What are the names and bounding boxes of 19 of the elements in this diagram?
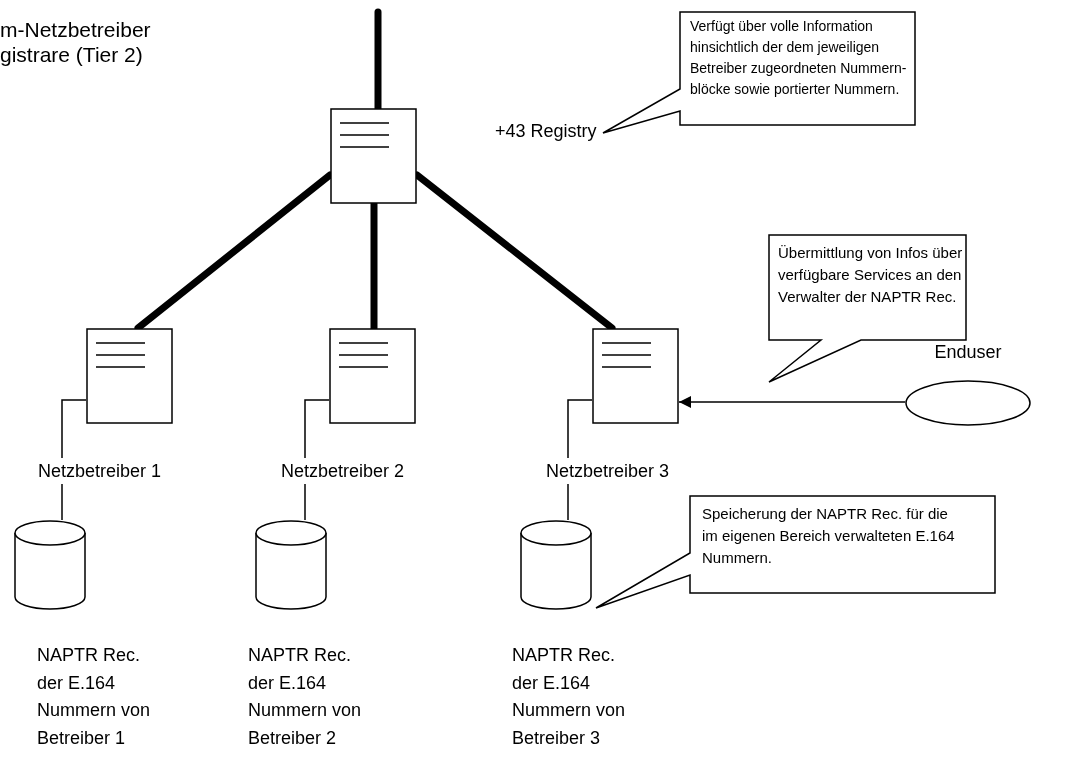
node-label: Netzbetreiber 1 bbox=[38, 458, 203, 484]
caption-text: NAPTR Rec. der E.164 Nummern von Betreiber 3 bbox=[512, 644, 627, 750]
connector-line bbox=[304, 483, 306, 521]
heading-text: m-Netzbetreiber gistrare (Tier 2) bbox=[0, 17, 152, 67]
connector-line bbox=[567, 399, 593, 459]
connector-line bbox=[678, 396, 906, 408]
node-label: Enduser bbox=[933, 342, 1003, 363]
node-label: Netzbetreiber 2 bbox=[281, 458, 446, 484]
connector-line bbox=[304, 399, 330, 459]
node-label: Netzbetreiber 3 bbox=[546, 458, 711, 484]
callout-text: Verfügt über volle Information hinsichtlich der dem jeweiligen Betreiber zugeordneten Nummern-blöcke sowie portierter Nummern. bbox=[690, 17, 908, 99]
caption-text: NAPTR Rec. der E.164 Nummern von Betreiber 1 bbox=[37, 644, 152, 750]
caption-text: NAPTR Rec. der E.164 Nummern von Betreiber 2 bbox=[248, 644, 363, 750]
connector-line bbox=[61, 483, 63, 521]
callout-text: Übermittlung von Infos über verfügbare Services an den Verwalter der NAPTR Rec. bbox=[778, 243, 963, 307]
callout-text: Speicherung der NAPTR Rec. für die im eigenen Bereich verwalteten E.164 Nummern. bbox=[702, 504, 956, 568]
node-label: +43 Registry bbox=[495, 118, 610, 144]
connector-line bbox=[61, 399, 87, 459]
connector-line bbox=[567, 483, 569, 521]
